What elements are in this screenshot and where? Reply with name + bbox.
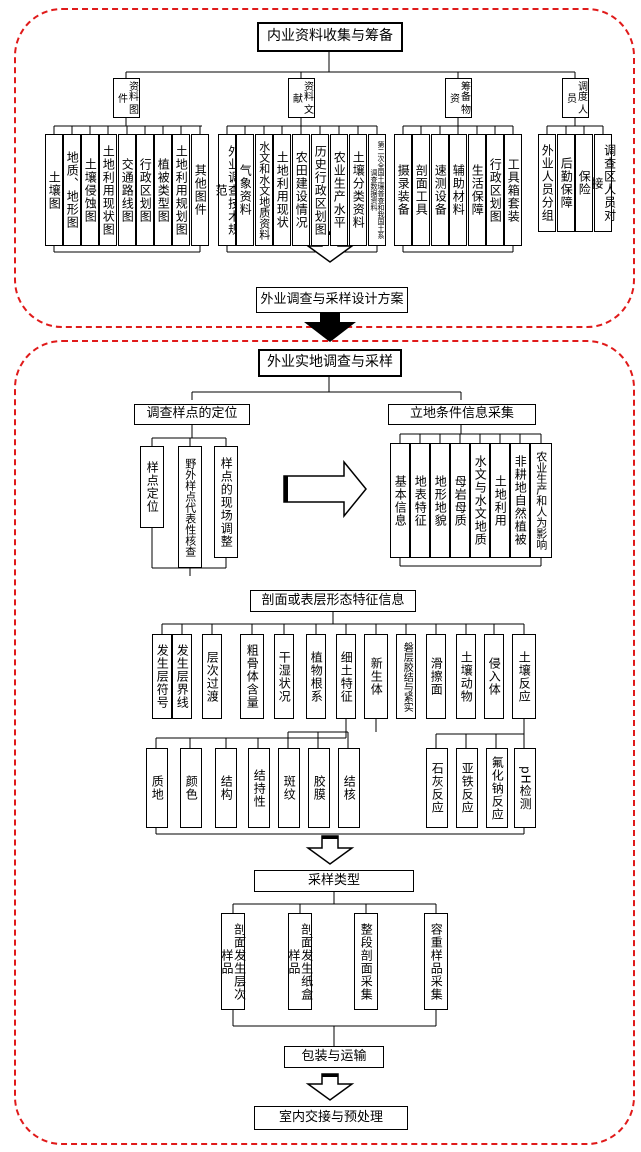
new-body-item: 胶膜 [308,748,330,828]
site-item: 土地利用 [490,443,510,558]
doc-item: 农业生产水平 [330,134,348,246]
doc-item: 历史行政区划图 [311,134,329,246]
site-item: 地形地貌 [430,443,450,558]
doc-item: 气象资料 [236,134,254,246]
group-supplies: 筹备 物资 [445,78,472,118]
map-item: 土壤图 [45,134,63,246]
doc-item: 农田建设情况 [292,134,310,246]
fine-soil-item: 质地 [146,748,168,828]
supply-item: 摄录装备 [394,134,412,246]
reaction-item: 石灰反应 [426,748,448,828]
map-item: 土地利用规划图 [172,134,190,246]
profile-item: 植物根系 [306,634,326,719]
site-item: 非耕地自然植被 [510,443,530,558]
locate-item: 样点的现场调整 [214,446,238,558]
fine-soil-item: 颜色 [180,748,202,828]
supply-item: 速测设备 [431,134,449,246]
fine-soil-item: 结构 [215,748,237,828]
fine-soil-box: 细土特征 [336,634,356,719]
site-item: 水文与水文地质 [470,443,490,558]
people-item: 保险 [575,134,593,232]
locate-item: 野外样点代表性核查 [178,446,202,568]
new-body-item: 斑纹 [278,748,300,828]
group-maps: 资料 图件 [113,78,140,118]
map-item: 行政区划图 [136,134,154,246]
locate-item: 样点定位 [140,446,164,528]
doc-item: 土地利用现状 [273,134,291,246]
profile-item: 土壤动物 [456,634,476,719]
reaction-item: 亚铁反应 [456,748,478,828]
reaction-item: 氟化钠反应 [486,748,508,828]
pack-transport-box: 包装与运输 [284,1046,384,1068]
sample-type-item: 容重样品采集 [424,913,448,1010]
indoor-prep-title: 内业资料收集与筹备 [257,22,403,52]
map-item: 交通路线图 [118,134,136,246]
doc-item: 外业调查技术规范 [214,134,241,246]
site-info-title: 立地条件信息采集 [388,404,536,425]
supply-item: 行政区划图 [486,134,504,246]
people-item: 调查区人员对接 [590,134,617,232]
sample-type-item: 整段剖面采集 [354,913,378,1010]
profile-item: 干湿状况 [274,634,294,719]
supply-item: 辅助材料 [449,134,467,246]
site-item: 基本信息 [390,443,410,558]
group-docs: 资料 文献 [288,78,315,118]
supply-item: 剖面工具 [412,134,430,246]
profile-item: 粗骨体含量 [240,634,264,719]
stage-field-region [14,340,635,1145]
reaction-item: pH检测 [514,748,536,828]
new-body-box: 新生体 [364,634,388,719]
profile-title: 剖面或表层形态特征信息 [250,590,416,612]
supply-item: 生活保障 [468,134,486,246]
map-item: 地质、地形图 [63,134,81,246]
new-body-item: 结核 [338,748,360,828]
profile-item: 发生层符号 [152,634,172,719]
people-item: 外业人员分组 [538,134,556,232]
map-item: 其他图件 [191,134,209,246]
doc-item: 土壤分类资料 [349,134,367,246]
sample-type-item: 剖面发生纸盒样品 [287,913,314,1010]
doc-item: 水文和水文地质资料 [255,134,273,246]
supply-item: 工具箱套装 [504,134,522,246]
locate-title: 调查样点的定位 [134,404,250,425]
doc-item: 第二次全国土壤普查和我国土系调查数据资料 [368,134,386,246]
profile-item: 发生层界线 [172,634,192,719]
sample-type-item: 剖面发生层次样品 [220,913,247,1010]
field-plan-box: 外业调查与采样设计方案 [256,287,408,313]
sampling-type-title: 采样类型 [254,870,414,892]
profile-item: 磐层胶结与紧实 [396,634,416,719]
site-item: 农业生产和人为影响 [530,443,552,558]
site-item: 地表特征 [410,443,430,558]
profile-item: 层次过渡 [202,634,222,719]
field-survey-title: 外业实地调查与采样 [258,349,402,377]
map-item: 植被类型图 [154,134,172,246]
profile-item: 滑擦面 [426,634,446,719]
lab-handover-box: 室内交接与预处理 [254,1106,408,1130]
map-item: 土地利用现状图 [99,134,117,246]
people-item: 后勤保障 [557,134,575,232]
fine-soil-item: 结持性 [248,748,270,828]
group-people: 调度 人员 [562,78,589,118]
map-item: 土壤侵蚀图 [81,134,99,246]
soil-reaction-box: 土壤反应 [512,634,536,719]
profile-item: 侵入体 [484,634,504,719]
site-item: 母岩母质 [450,443,470,558]
